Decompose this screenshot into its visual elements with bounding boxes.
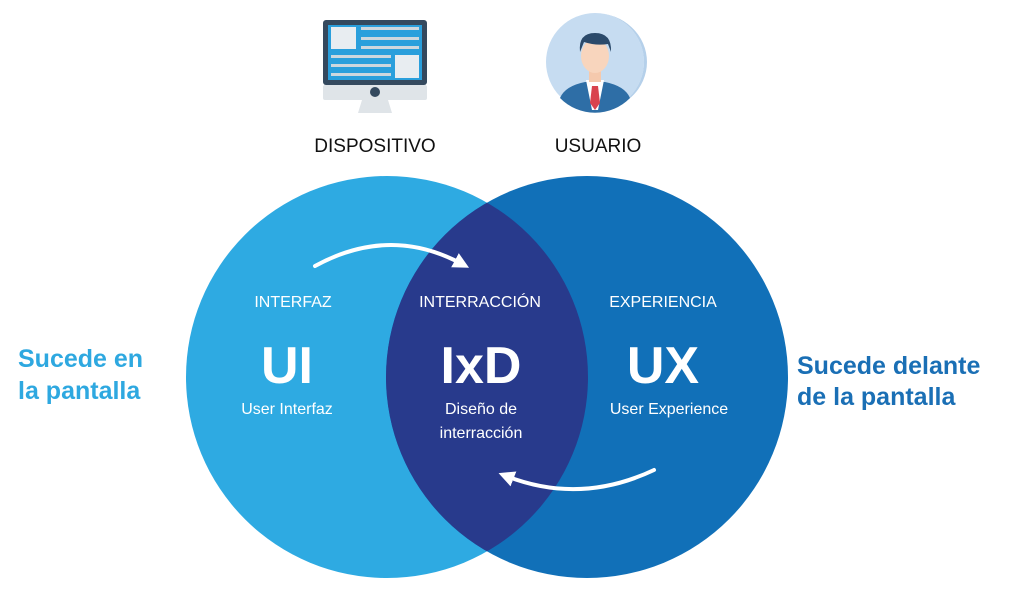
ixd-subtitle-line2: interracción [440, 425, 523, 442]
arrow-right-icon [313, 243, 470, 268]
user-label: USUARIO [555, 136, 642, 157]
side-right-line1: Sucede delante [797, 352, 980, 380]
monitor-icon [323, 20, 427, 113]
ixd-intersection [386, 176, 588, 578]
ux-heading: EXPERIENCIA [609, 294, 717, 311]
side-left-line2: la pantalla [18, 377, 141, 405]
ui-acronym: UI [261, 337, 313, 395]
ixd-subtitle-line1: Diseño de [445, 401, 517, 418]
side-left-line1: Sucede en [18, 345, 143, 373]
arrow-left-icon [498, 468, 656, 492]
ux-subtitle: User Experience [610, 401, 728, 418]
side-right-line2: de la pantalla [797, 383, 956, 411]
ixd-heading: INTERRACCIÓN [419, 292, 541, 311]
ui-heading: INTERFAZ [254, 294, 332, 311]
ixd-acronym: IxD [441, 337, 522, 395]
ux-acronym: UX [627, 337, 700, 395]
ui-subtitle: User Interfaz [241, 401, 333, 418]
user-avatar-icon [546, 13, 647, 113]
device-label: DISPOSITIVO [314, 136, 435, 157]
